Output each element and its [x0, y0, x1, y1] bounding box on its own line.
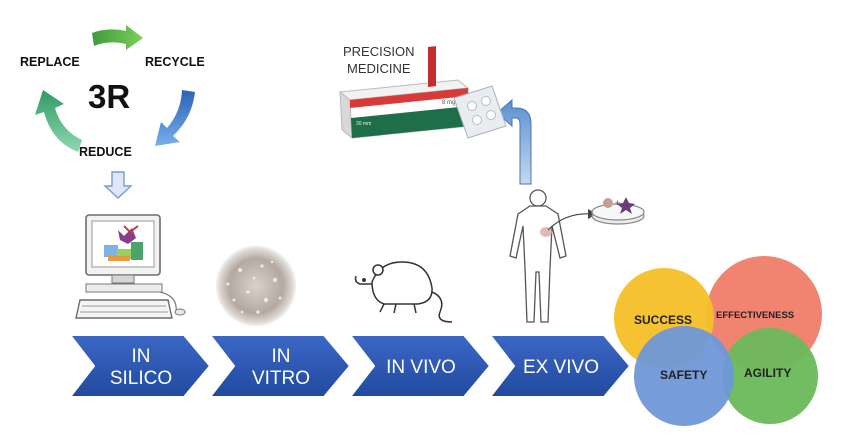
stage-label-2-line1: IN — [272, 346, 291, 367]
stage-label-1-line1: IN — [132, 346, 151, 367]
label-success: SUCCESS — [634, 313, 692, 327]
stage-chevron-3 — [347, 334, 492, 398]
stage-label-1-line2: SILICO — [110, 368, 172, 389]
medicine-title-line1: PRECISION — [343, 44, 415, 59]
svg-text:+: + — [615, 198, 620, 208]
down-arrow-icon — [103, 171, 133, 199]
cycle-arrow-right-icon — [155, 90, 195, 146]
medicine-title-line2: MEDICINE — [347, 61, 411, 76]
small-dish-icon: + — [591, 197, 645, 225]
sample-arrow-icon — [547, 213, 593, 231]
medicine-box-dose: 8 mg — [442, 100, 455, 106]
cycle-arrow-top-icon — [92, 25, 143, 50]
stage-label-4-line1: EX VIVO — [523, 357, 599, 378]
cycle-label-reduce: REDUCE — [79, 145, 132, 159]
up-arrow-icon — [496, 98, 532, 185]
circle-safety — [634, 326, 734, 426]
precision-medicine: PRECISION MEDICINE 8 mg 30 mm — [338, 44, 507, 140]
cycle-label-recycle: RECYCLE — [145, 55, 205, 69]
pill-blister-icon — [453, 85, 507, 139]
stage-chevron-2 — [207, 334, 352, 398]
cycle-label-replace: REPLACE — [20, 55, 80, 69]
label-agility: AGILITY — [744, 366, 791, 380]
cycle-label-3r: 3R — [88, 78, 130, 115]
stage-chevron-1 — [67, 334, 212, 398]
cycle-arrow-left-icon — [35, 90, 82, 152]
three-r-cycle: REPLACE RECYCLE 3R REDUCE — [20, 25, 205, 159]
stage-label-3-line1: IN VIVO — [386, 357, 456, 378]
outcome-circles: SUCCESS EFFECTIVENESS SAFETY AGILITY — [614, 256, 822, 426]
medicine-box-size: 30 mm — [356, 121, 371, 127]
mouse-icon — [354, 261, 453, 323]
stage-chevron-4 — [487, 334, 632, 398]
human-figure-icon — [509, 189, 567, 323]
label-safety: SAFETY — [660, 368, 707, 382]
circle-agility — [722, 328, 818, 424]
cell-culture-dish-icon — [216, 246, 296, 326]
medicine-box-icon: 8 mg 30 mm — [338, 46, 471, 140]
stage-label-2-line2: VITRO — [252, 368, 310, 389]
computer-icon — [75, 214, 186, 319]
label-effectiveness: EFFECTIVENESS — [716, 310, 794, 321]
